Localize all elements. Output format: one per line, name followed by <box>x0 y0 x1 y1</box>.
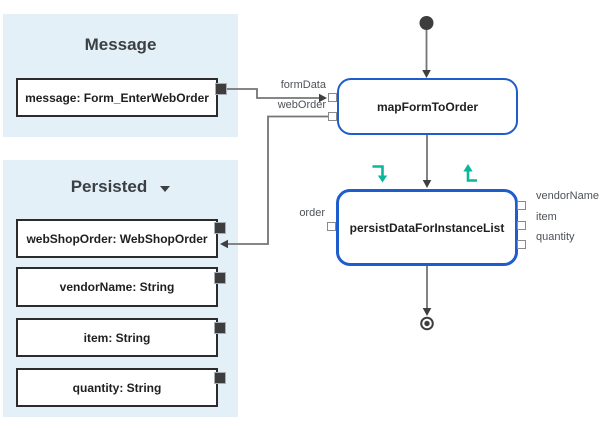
message-panel-title: Message <box>84 35 157 54</box>
variable-box-vendorname-label: vendorName: String <box>59 280 175 294</box>
variable-box-message-label: message: Form_EnterWebOrder <box>25 90 209 105</box>
task-persistdataforinstancelist[interactable]: persistDataForInstanceList <box>336 189 518 266</box>
persisted-panel-title: Persisted <box>70 177 148 196</box>
variable-box-webshoporder-label: webShopOrder: WebShopOrder <box>26 231 208 246</box>
port-label-item: item <box>536 211 557 223</box>
port-weborder[interactable] <box>328 112 337 121</box>
port-formdata[interactable] <box>328 93 337 102</box>
port-item[interactable] <box>517 221 526 230</box>
variable-box-item-label: item: String <box>83 330 151 345</box>
variable-box-webshoporder[interactable]: webShopOrder: WebShopOrder <box>16 219 218 258</box>
persisted-panel-dropdown[interactable]: Persisted <box>3 177 238 197</box>
connector-handle-webshoporder[interactable] <box>214 222 226 234</box>
task-mapformtoorder-label: mapFormToOrder <box>376 99 479 114</box>
port-label-formdata: formData <box>280 79 326 91</box>
task-persistdataforinstancelist-label: persistDataForInstanceList <box>349 220 505 235</box>
connector-handle-vendorname[interactable] <box>214 272 226 284</box>
sequence-flow-start-to-map[interactable] <box>422 30 431 78</box>
data-edge-weborder[interactable] <box>220 115 329 249</box>
variable-box-message[interactable]: message: Form_EnterWebOrder <box>16 78 218 117</box>
port-quantity[interactable] <box>517 240 526 249</box>
end-event[interactable] <box>420 316 434 331</box>
chevron-down-icon <box>160 185 171 192</box>
variable-box-quantity[interactable]: quantity: String <box>16 368 218 407</box>
port-vendorname[interactable] <box>517 201 526 210</box>
connector-handle-quantity[interactable] <box>214 372 226 384</box>
task-mapformtoorder[interactable]: mapFormToOrder <box>337 78 518 135</box>
connector-handle-message[interactable] <box>215 83 227 95</box>
port-label-weborder: webOrder <box>277 99 326 111</box>
sequence-flow-map-to-persist[interactable] <box>422 135 432 188</box>
port-label-quantity: quantity <box>536 231 575 243</box>
variable-box-item[interactable]: item: String <box>16 318 218 357</box>
data-edge-formdata[interactable] <box>227 88 327 103</box>
input-mapping-icon <box>372 165 388 183</box>
variable-box-vendorname[interactable]: vendorName: String <box>16 267 218 307</box>
port-label-order: order <box>299 207 325 219</box>
variable-box-quantity-label: quantity: String <box>72 380 162 395</box>
start-event[interactable] <box>419 16 434 30</box>
port-order[interactable] <box>327 222 336 231</box>
output-mapping-icon <box>463 164 477 182</box>
sequence-flow-persist-to-end[interactable] <box>422 266 432 316</box>
connector-handle-item[interactable] <box>214 322 226 334</box>
port-label-vendorname: vendorName <box>536 190 599 202</box>
